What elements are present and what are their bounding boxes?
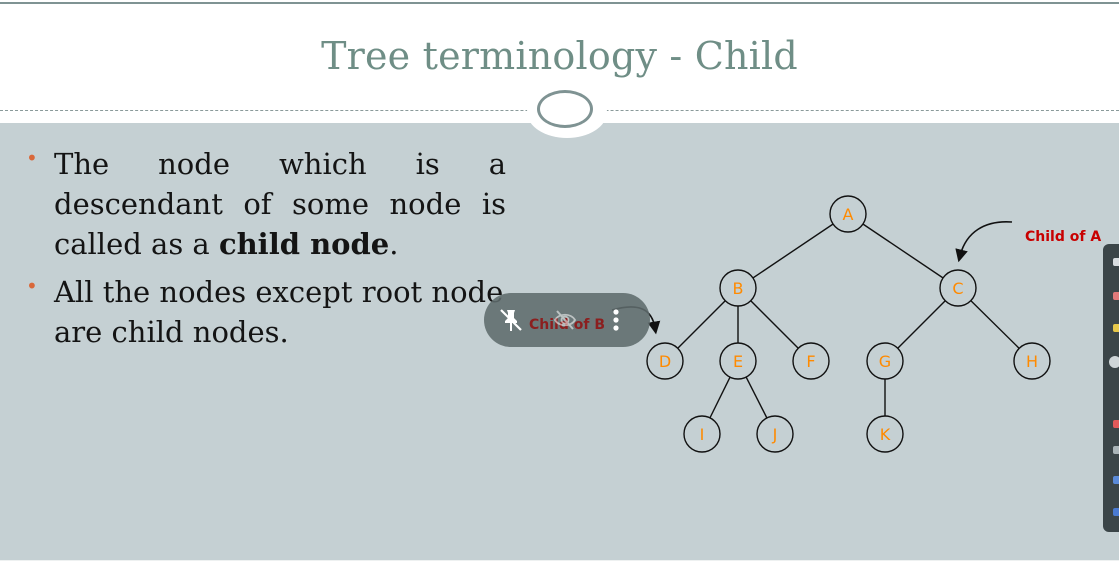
side-tool-panel[interactable] bbox=[1103, 244, 1119, 532]
bullet-item: • All the nodes except root node are chi… bbox=[26, 272, 506, 352]
tree-node-circle bbox=[719, 342, 757, 380]
tree-node-label: A bbox=[843, 205, 854, 224]
tree-node-circle bbox=[792, 342, 830, 380]
tree-node-label: B bbox=[733, 279, 744, 298]
tree-node-E: E bbox=[719, 342, 757, 380]
bullet-list: • The node which is a descendant of some… bbox=[26, 144, 506, 360]
bullet-text-plain: All the nodes except root node are child… bbox=[54, 275, 504, 349]
tree-node-label: E bbox=[733, 352, 743, 371]
tree-node-circle bbox=[939, 269, 977, 307]
bullet-text-bold: child node bbox=[218, 227, 390, 261]
tree-node-label: C bbox=[952, 279, 963, 298]
tree-node-G: G bbox=[866, 342, 904, 380]
tree-edges bbox=[664, 213, 1033, 435]
tree-node-H: H bbox=[1013, 342, 1051, 380]
marker-icon[interactable] bbox=[1113, 324, 1119, 332]
bullet-marker: • bbox=[26, 274, 38, 298]
tree-node-D: D bbox=[646, 342, 684, 380]
tree-node-label: I bbox=[700, 425, 705, 444]
laser-icon[interactable] bbox=[1113, 420, 1119, 428]
tree-node-A: A bbox=[829, 195, 867, 233]
tree-node-circle bbox=[866, 342, 904, 380]
bullet-text: The node which is a descendant of some n… bbox=[54, 144, 506, 264]
tree-node-label: G bbox=[879, 352, 891, 371]
tree-node-circle bbox=[829, 195, 867, 233]
top-rule bbox=[0, 2, 1119, 4]
eraser-icon[interactable] bbox=[1109, 356, 1119, 368]
tree-node-circle bbox=[1013, 342, 1051, 380]
tree-node-B: B bbox=[719, 269, 757, 307]
bullet-item: • The node which is a descendant of some… bbox=[26, 144, 506, 264]
bullet-text-plain: The node which is a descendant of some n… bbox=[54, 147, 506, 261]
tree-node-label: D bbox=[659, 352, 671, 371]
child-of-a-label: Child of A bbox=[1025, 229, 1101, 245]
window-icon[interactable] bbox=[1113, 476, 1119, 484]
tree-node-circle bbox=[866, 415, 904, 453]
slide-title: Tree terminology - Child bbox=[321, 34, 798, 78]
child-of-a-arrow bbox=[955, 221, 1013, 263]
tree-node-label: H bbox=[1026, 352, 1038, 371]
tree-node-F: F bbox=[792, 342, 830, 380]
bullet-text-end: . bbox=[389, 227, 399, 261]
tree-node-I: I bbox=[683, 415, 721, 453]
bullet-text: All the nodes except root node are child… bbox=[54, 272, 506, 352]
tree-node-label: F bbox=[806, 352, 815, 371]
grid-icon[interactable] bbox=[1113, 446, 1119, 454]
tree-node-circle bbox=[756, 415, 794, 453]
pen-icon[interactable] bbox=[1113, 292, 1119, 300]
tree-node-J: J bbox=[756, 415, 794, 453]
divider-medallion bbox=[537, 90, 593, 128]
tree-node-label: K bbox=[880, 425, 891, 444]
tree-node-label: J bbox=[772, 425, 778, 444]
floating-annotation-toolbar[interactable]: Child of B bbox=[484, 293, 650, 347]
bullet-marker: • bbox=[26, 146, 38, 170]
tree-nodes: A B C D E F G H I J K bbox=[646, 195, 1051, 453]
hide-icon[interactable] bbox=[552, 307, 578, 333]
tree-edge-A-C bbox=[847, 213, 959, 289]
tool-icon[interactable] bbox=[1113, 258, 1119, 266]
tree-node-circle bbox=[719, 269, 757, 307]
tree-node-C: C bbox=[939, 269, 977, 307]
more-vertical-icon[interactable] bbox=[610, 307, 622, 333]
tree-node-K: K bbox=[866, 415, 904, 453]
tree-diagram: A B C D E F G H I J K Child of A bbox=[611, 195, 1101, 453]
tree-node-circle bbox=[683, 415, 721, 453]
unpin-icon[interactable] bbox=[498, 307, 524, 333]
screen-icon[interactable] bbox=[1113, 508, 1119, 516]
tree-node-circle bbox=[646, 342, 684, 380]
tree-edge-A-B bbox=[737, 213, 849, 289]
